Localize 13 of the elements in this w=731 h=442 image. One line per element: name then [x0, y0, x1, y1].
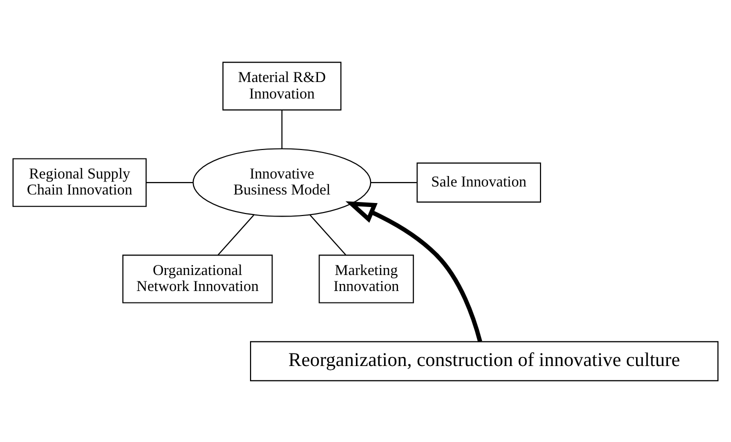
connector: [218, 214, 254, 255]
arrow: [346, 200, 482, 342]
node-box: Marketing Innovation: [318, 254, 414, 303]
connector: [310, 214, 346, 255]
connector: [146, 182, 193, 183]
node-box: Material R&D Innovation: [222, 61, 342, 110]
connector: [370, 182, 417, 183]
node-box: Organizational Network Innovation: [122, 254, 273, 303]
node-box: Sale Innovation: [416, 162, 542, 202]
node-ellipse: Innovative Business Model: [192, 148, 372, 216]
node-box: Reorganization, construction of innovative culture: [250, 340, 718, 381]
node-box: Regional Supply Chain Innovation: [12, 158, 147, 206]
connector: [281, 110, 282, 148]
